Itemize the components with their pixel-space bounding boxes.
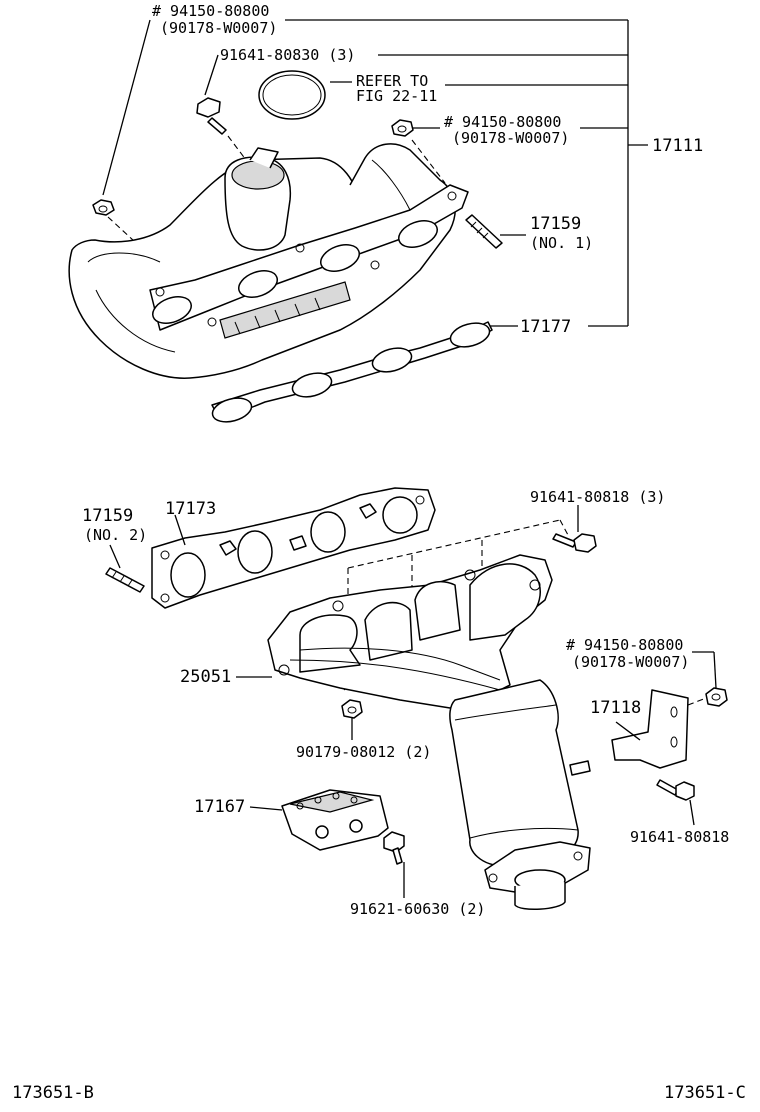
o-ring-gasket [258, 70, 326, 120]
stud-bolt-icon [105, 567, 145, 593]
callout-right-nut-hash: # 94150-80800 [444, 113, 561, 131]
flange-bolt-icon [656, 779, 695, 801]
heat-insulator [281, 789, 389, 851]
callout-lower-nut-alt: (90178-W0007) [572, 653, 689, 671]
callout-insulator: 17167 [194, 797, 245, 817]
exhaust-manifold [68, 143, 469, 379]
callout-bracket-bolt: 91641-80818 [630, 828, 729, 846]
flange-bolt-icon [552, 533, 597, 553]
leader-lines-top [102, 19, 648, 327]
callout-converter: 25051 [180, 667, 231, 687]
footer-left-code: 173651-B [12, 1083, 94, 1103]
callout-refer-fig: FIG 22-11 [356, 87, 437, 105]
callout-bracket: 17118 [590, 698, 641, 718]
manifold-gasket [211, 321, 493, 423]
hex-nut-icon [705, 687, 728, 707]
stud-bolt-icon [465, 214, 503, 249]
callout-right-nut-alt: (90178-W0007) [452, 129, 569, 147]
callout-insulator-bolt: 91621-60630 (2) [350, 900, 485, 918]
converter-gasket [151, 487, 436, 609]
callout-lower-nut-hash: # 94150-80800 [566, 636, 683, 654]
callout-nut-lower: 90179-08012 (2) [296, 743, 431, 761]
callout-stud-no1: 17159 [530, 214, 581, 234]
footer-right-code: 173651-C [664, 1083, 746, 1103]
hex-nut-icon [341, 699, 363, 719]
leader-lines-bottom [109, 505, 717, 898]
callout-gasket-lower: 17173 [165, 499, 216, 519]
flange-bolt-icon [196, 97, 227, 135]
callout-bolt-top: 91641-80830 (3) [220, 46, 355, 64]
callout-refer-to: REFER TO [356, 72, 428, 90]
callout-top-nut-alt: (90178-W0007) [160, 19, 277, 37]
callout-stud-no2-sub: (NO. 2) [84, 526, 147, 544]
callout-gasket-top: 17177 [520, 317, 571, 337]
hex-nut-icon [92, 199, 115, 216]
callout-bolt-lower: 91641-80818 (3) [530, 488, 665, 506]
mounting-bracket [611, 689, 707, 769]
flange-bolt-icon [383, 831, 405, 865]
exhaust-manifold-converter [267, 554, 591, 910]
callout-manifold: 17111 [652, 136, 703, 156]
callout-stud-no1-sub: (NO. 1) [530, 234, 593, 252]
hex-nut-icon [391, 119, 414, 137]
callout-top-nut-hash: # 94150-80800 [152, 2, 269, 20]
callout-stud-no2: 17159 [82, 506, 133, 526]
